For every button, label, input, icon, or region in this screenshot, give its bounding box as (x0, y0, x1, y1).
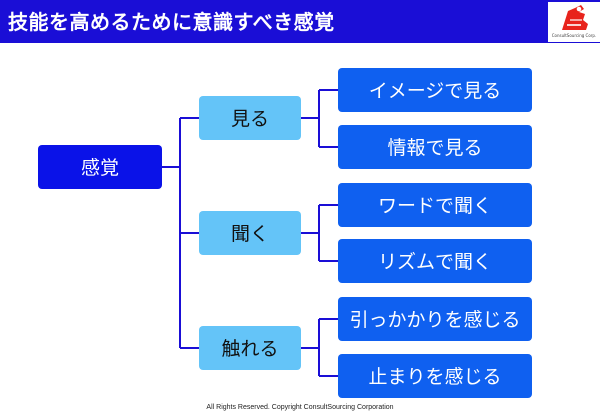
leaf-node-1-1: イメージで見る (338, 68, 532, 112)
leaf-node-3-1-box (338, 297, 532, 341)
page-title: 技能を高めるために意識すべき感覚 (8, 10, 335, 34)
logo-mark-icon (562, 5, 588, 30)
branch-node-1: 見る (199, 96, 301, 140)
leaf-node-2-1-label: ワードで聞く (378, 195, 492, 217)
leaf-node-3-2-box (338, 354, 532, 398)
root-node: 感覚 (38, 145, 162, 189)
logo-text: ConsultSourcing Corp. (551, 33, 597, 38)
branch-node-3-box (199, 326, 301, 370)
root-node-box (38, 145, 162, 189)
branch-node-2-label: 聞く (231, 223, 269, 245)
leaf-node-3-2-label: 止まりを感じる (368, 366, 501, 388)
root-node-label: 感覚 (81, 157, 119, 179)
branch-node-2: 聞く (199, 211, 301, 255)
leaf-node-1-1-label: イメージで見る (369, 80, 502, 102)
branch-node-3: 触れる (199, 326, 301, 370)
copyright-footer: All Rights Reserved. Copyright ConsultSo… (206, 404, 394, 411)
leaf-node-3-1-label: 引っかかりを感じる (349, 309, 520, 331)
title-bar: 技能を高めるために意識すべき感覚 (0, 0, 600, 43)
leaf-node-1-2-label: 情報で見る (387, 137, 482, 159)
leaf-node-1-2-box (338, 125, 532, 169)
leaf-node-3-1: 引っかかりを感じる (338, 297, 532, 341)
company-logo: ConsultSourcing Corp. (548, 2, 600, 42)
connector-lines (162, 89, 338, 377)
branch-node-3-label: 触れる (221, 338, 278, 360)
leaf-node-2-1-box (338, 183, 532, 227)
leaf-node-2-2-box (338, 239, 532, 283)
leaf-node-1-2: 情報で見る (338, 125, 532, 169)
branch-node-2-box (199, 211, 301, 255)
leaf-node-2-2-label: リズムで聞く (378, 251, 492, 273)
leaf-node-2-2: リズムで聞く (338, 239, 532, 283)
leaf-node-2-1: ワードで聞く (338, 183, 532, 227)
leaf-node-3-2: 止まりを感じる (338, 354, 532, 398)
leaf-node-1-1-box (338, 68, 532, 112)
branch-node-1-label: 見る (231, 108, 269, 130)
branch-node-1-box (199, 96, 301, 140)
